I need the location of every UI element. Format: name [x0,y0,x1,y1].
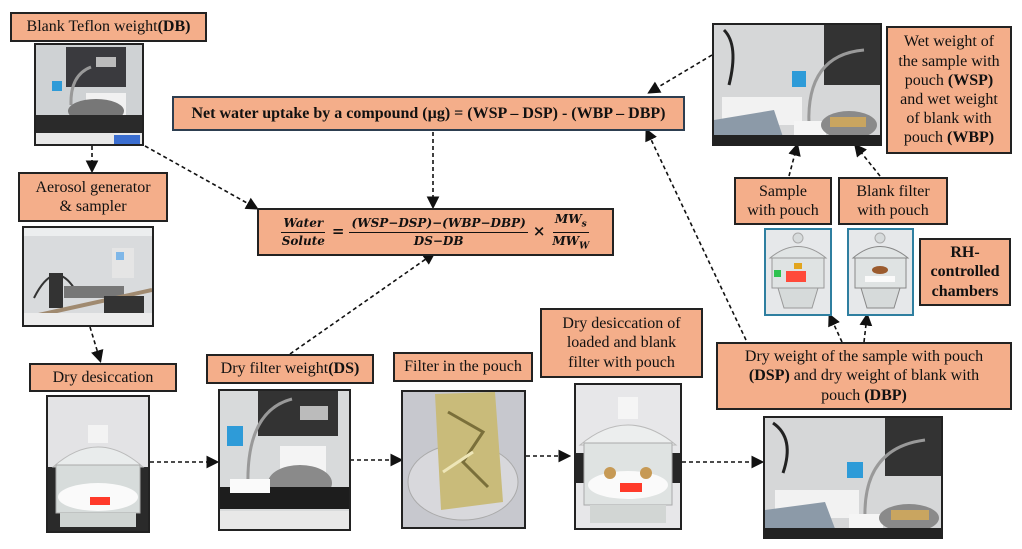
arrow-dry-to-jar-sample [828,313,843,343]
photo-balance-wet [712,23,882,146]
formula-mw-water: MW [552,233,580,248]
arrow-sample-to-wet [788,142,801,177]
wet-line6-text: pouch [903,129,947,147]
arrow-blank-to-wet [854,143,881,177]
rh-line2: controlled [930,263,1000,281]
label-dry-weight-pouch: Dry weight of the sample with pouch (DSP… [716,342,1012,410]
label-dry-filter-text: Dry filter weight [220,360,329,378]
label-blank-teflon-text: Blank Teflon weight [26,18,158,36]
dry-line3: pouch (DBP) [821,386,907,405]
formula-middle-numerator: (WSP−DSP)−(WBP−DBP) [349,216,528,233]
label-filter-in-pouch: Filter in the pouch [393,352,533,382]
rh-line1: RH- [950,244,980,262]
label-dry-filter-weight: Dry filter weight (DS) [206,354,374,384]
arrow-ds-to-formula [289,252,436,355]
label-loaded-line1: Dry desiccation of [562,315,681,333]
label-aerosol-line2: & sampler [59,198,127,215]
label-aerosol-line1: Aerosol generator [35,178,151,196]
net-water-equation: Net water uptake by a compound (µg) = (W… [191,104,666,122]
formula-water-solute-ratio: Water Solute = (WSP−DSP)−(WBP−DBP) DS−DB… [257,208,614,256]
formula-mw-solute: MW [554,212,582,227]
label-dbp-abbrev: (DBP) [864,386,907,404]
formula-equals: = [331,221,345,240]
label-loaded-line2: loaded and blank [566,334,677,352]
formula-expression: Water Solute = (WSP−DSP)−(WBP−DBP) DS−DB… [277,212,595,251]
photo-aerosol-sampler [22,226,154,327]
wet-line6: pouch (WBP) [904,128,994,147]
sample-line2: with pouch [747,202,819,219]
label-dry-desiccation-loaded: Dry desiccation of loaded and blank filt… [540,308,703,378]
dry-line3-text: pouch [821,386,865,404]
wet-line3: pouch (WSP) [905,71,993,90]
rh-line3: chambers [931,282,999,300]
wet-line3-text: pouch [904,71,948,89]
photo-jar-blank [847,228,914,316]
photo-desiccator-loaded [574,383,682,530]
formula-rhs-denominator: MWW [550,233,591,252]
label-blank-filter-with-pouch: Blank filter with pouch [838,177,948,225]
dry-line2-text: and dry weight of blank with [789,367,980,385]
wet-line4: and wet weight [900,91,998,108]
label-dry-desiccation-text: Dry desiccation [52,368,154,386]
formula-lhs: Water Solute [280,216,327,248]
label-wet-weight: Wet weight of the sample with pouch (WSP… [886,26,1012,154]
formula-rhs-numerator: MWs [552,212,589,233]
wet-line1: Wet weight of [903,33,995,51]
wet-line2: the sample with [898,52,1000,70]
photo-balance-db [34,43,144,146]
label-dry-desiccation: Dry desiccation [29,363,177,392]
label-dsp-abbrev: (DSP) [748,367,790,385]
formula-sub-s: s [581,219,587,230]
label-filter-pouch-text: Filter in the pouch [404,358,522,376]
photo-desiccator [46,395,150,533]
formula-middle: (WSP−DSP)−(WBP−DBP) DS−DB [349,216,528,248]
arrow-dry-to-jar-blank [859,312,873,343]
label-wbp-abbrev: (WBP) [947,129,995,147]
arrow-wet-to-net [647,54,713,94]
wet-line5: of blank with [906,110,992,128]
label-ds-abbrev: (DS) [328,360,360,378]
arrow-aerosol-to-desiccation [89,326,104,364]
label-sample-with-pouch: Sample with pouch [734,177,832,225]
dry-line2: (DSP) and dry weight of blank with [749,366,979,385]
label-net-water-uptake: Net water uptake by a compound (µg) = (W… [172,96,685,131]
photo-balance-ds [218,389,351,531]
label-rh-controlled-chambers: RH- controlled chambers [919,238,1011,306]
formula-middle-denominator: DS−DB [413,233,464,248]
blank-line1: Blank filter [856,182,930,200]
label-wsp-abbrev: (WSP) [947,71,994,89]
label-db-abbrev: (DB) [157,18,191,36]
photo-jar-sample [764,228,832,316]
blank-line2: with pouch [857,202,929,219]
label-loaded-line3: filter with pouch [568,353,675,371]
dry-line1: Dry weight of the sample with pouch [744,348,984,366]
formula-times: × [532,221,546,240]
formula-rhs: MWs MWW [550,212,591,251]
photo-foil-pouch [401,390,526,529]
formula-lhs-denominator: Solute [281,233,325,248]
label-aerosol-generator: Aerosol generator & sampler [18,172,168,222]
sample-line1: Sample [759,182,807,200]
formula-sub-w: W [579,240,590,251]
photo-balance-dry [763,416,943,539]
formula-lhs-numerator: Water [281,216,326,233]
label-blank-teflon-weight: Blank Teflon weight (DB) [10,12,207,42]
